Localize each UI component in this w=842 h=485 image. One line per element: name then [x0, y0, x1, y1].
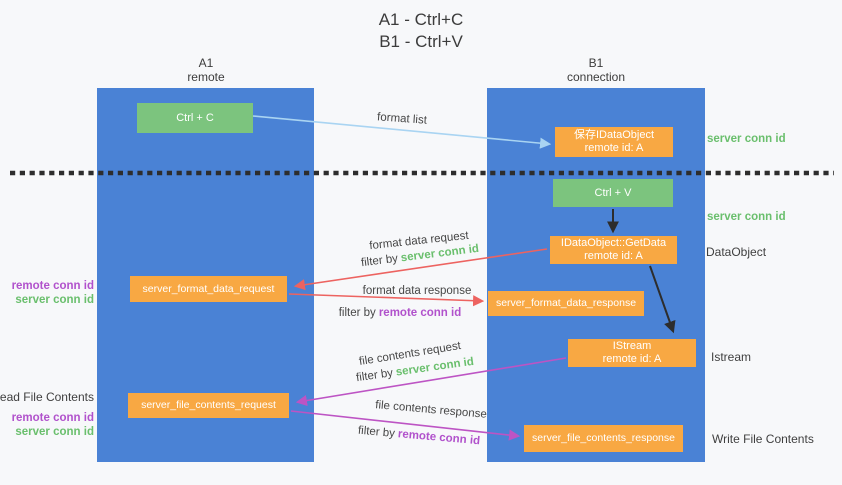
filter-by-text: filter by: [355, 367, 394, 385]
node-save-idataobject: 保存IDataObject remote id: A: [555, 127, 673, 157]
node-istream-line2: remote id: A: [602, 353, 662, 365]
annotation-server-conn-id-mid: server conn id: [707, 211, 786, 223]
edge-label-format-list: format list: [376, 111, 428, 127]
node-istream-line1: IStream: [612, 340, 652, 352]
filter-by-text: filter by: [338, 307, 376, 319]
node-server-format-data-response: server_format_data_response: [488, 291, 644, 316]
title-line-1: A1 - Ctrl+C: [378, 10, 464, 29]
title-line-2: B1 - Ctrl+V: [379, 32, 463, 51]
node-ctrl-c-label: Ctrl + C: [176, 111, 214, 124]
column-b1-subtitle: connection: [566, 70, 626, 84]
node-save-idataobject-line2: remote id: A: [584, 142, 644, 154]
node-server-file-contents-response: server_file_contents_response: [524, 425, 683, 452]
edge-label-format-data-response: format data response: [362, 285, 472, 297]
column-a1-subtitle: remote: [187, 70, 225, 84]
column-header-a1: A1 remote: [136, 56, 276, 84]
node-istream: IStream remote id: A: [568, 339, 696, 367]
annotation-write-file-contents: Write File Contents: [712, 432, 814, 446]
edge-label-file-contents-response: file contents response: [374, 399, 488, 421]
annotation-read-file-contents: Read File Contents: [0, 390, 94, 404]
filter-by-text: filter by: [357, 424, 396, 440]
node-ctrl-c: Ctrl + C: [137, 103, 253, 133]
annotation-istream: Istream: [711, 350, 752, 364]
column-b1-name: B1: [588, 56, 604, 70]
server-format-data-request-label: server_format_data_request: [142, 282, 275, 295]
annotation-remote-conn-id-top: remote conn id: [11, 280, 94, 292]
server-file-contents-request-label: server_file_contents_request: [141, 399, 276, 411]
node-ctrl-v: Ctrl + V: [553, 179, 673, 207]
annotation-server-conn-id-top: server conn id: [707, 133, 786, 145]
server-format-data-response-label: server_format_data_response: [495, 297, 637, 309]
filter-by-text: filter by: [360, 252, 399, 270]
node-server-format-data-request: server_format_data_request: [130, 276, 287, 302]
annotation-dataobject: DataObject: [706, 245, 767, 259]
annotation-remote-conn-id-bottom: remote conn id: [11, 412, 94, 424]
node-ctrl-v-label: Ctrl + V: [594, 186, 632, 199]
node-idataobject-getdata: IDataObject::GetData remote id: A: [550, 236, 677, 264]
server-file-contents-response-label: server_file_contents_response: [531, 432, 675, 444]
node-save-idataobject-line1: 保存IDataObject: [573, 129, 655, 141]
annotation-server-conn-id-left-bottom: server conn id: [15, 426, 94, 438]
column-header-b1: B1 connection: [526, 56, 666, 84]
node-idataobject-getdata-line1: IDataObject::GetData: [560, 237, 667, 249]
remote-conn-id-key: remote conn id: [378, 307, 462, 319]
node-server-file-contents-request: server_file_contents_request: [128, 393, 289, 418]
node-idataobject-getdata-line2: remote id: A: [584, 250, 643, 262]
column-a1-name: A1: [198, 56, 214, 70]
remote-conn-id-key: remote conn id: [397, 428, 481, 448]
diagram-title: A1 - Ctrl+C B1 - Ctrl+V: [0, 9, 842, 53]
annotation-server-conn-id-left-top: server conn id: [15, 294, 94, 306]
